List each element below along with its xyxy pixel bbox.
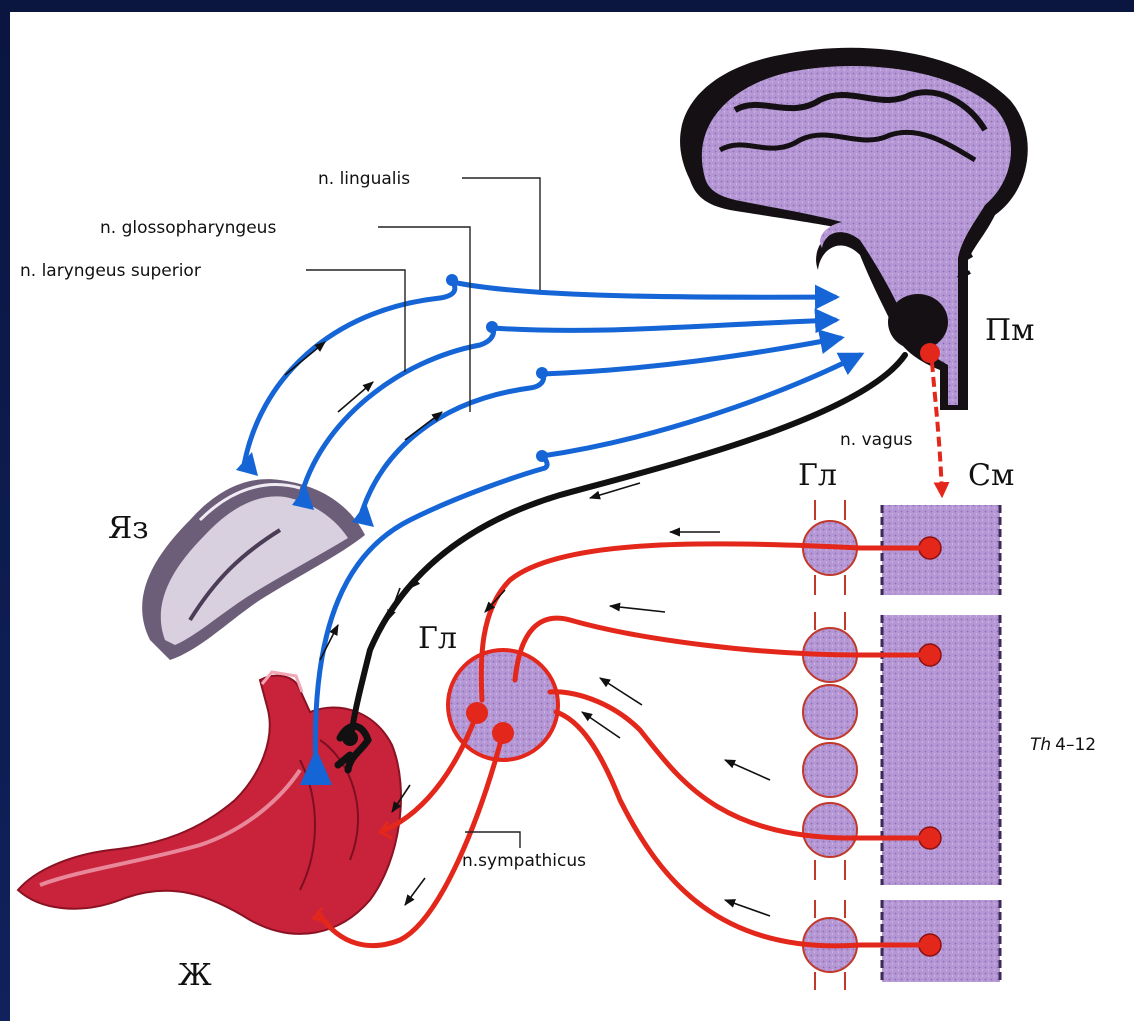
label-n-vagus: n. vagus [840,430,913,450]
label-gl-chain: Гл [798,458,837,493]
sympathetic-chain [803,500,857,990]
label-yaz: Яз [108,511,149,546]
label-n-glossopharyngeus: n. glossopharyngeus [100,218,276,238]
label-n-lingualis: n. lingualis [318,169,410,189]
label-pm: Пм [985,313,1035,348]
stomach [18,672,401,934]
label-n-sympathicus: n.sympathicus [462,851,586,871]
label-zh: Ж [178,958,212,993]
medulla-nucleus [888,294,948,350]
spinal-cord [882,505,1000,982]
label-sm: См [968,458,1014,493]
label-gl-ganglion: Гл [418,621,457,656]
label-n-laryngeus-superior: n. laryngeus superior [20,261,201,281]
tongue [142,479,365,660]
vagus-nucleus [920,343,940,363]
